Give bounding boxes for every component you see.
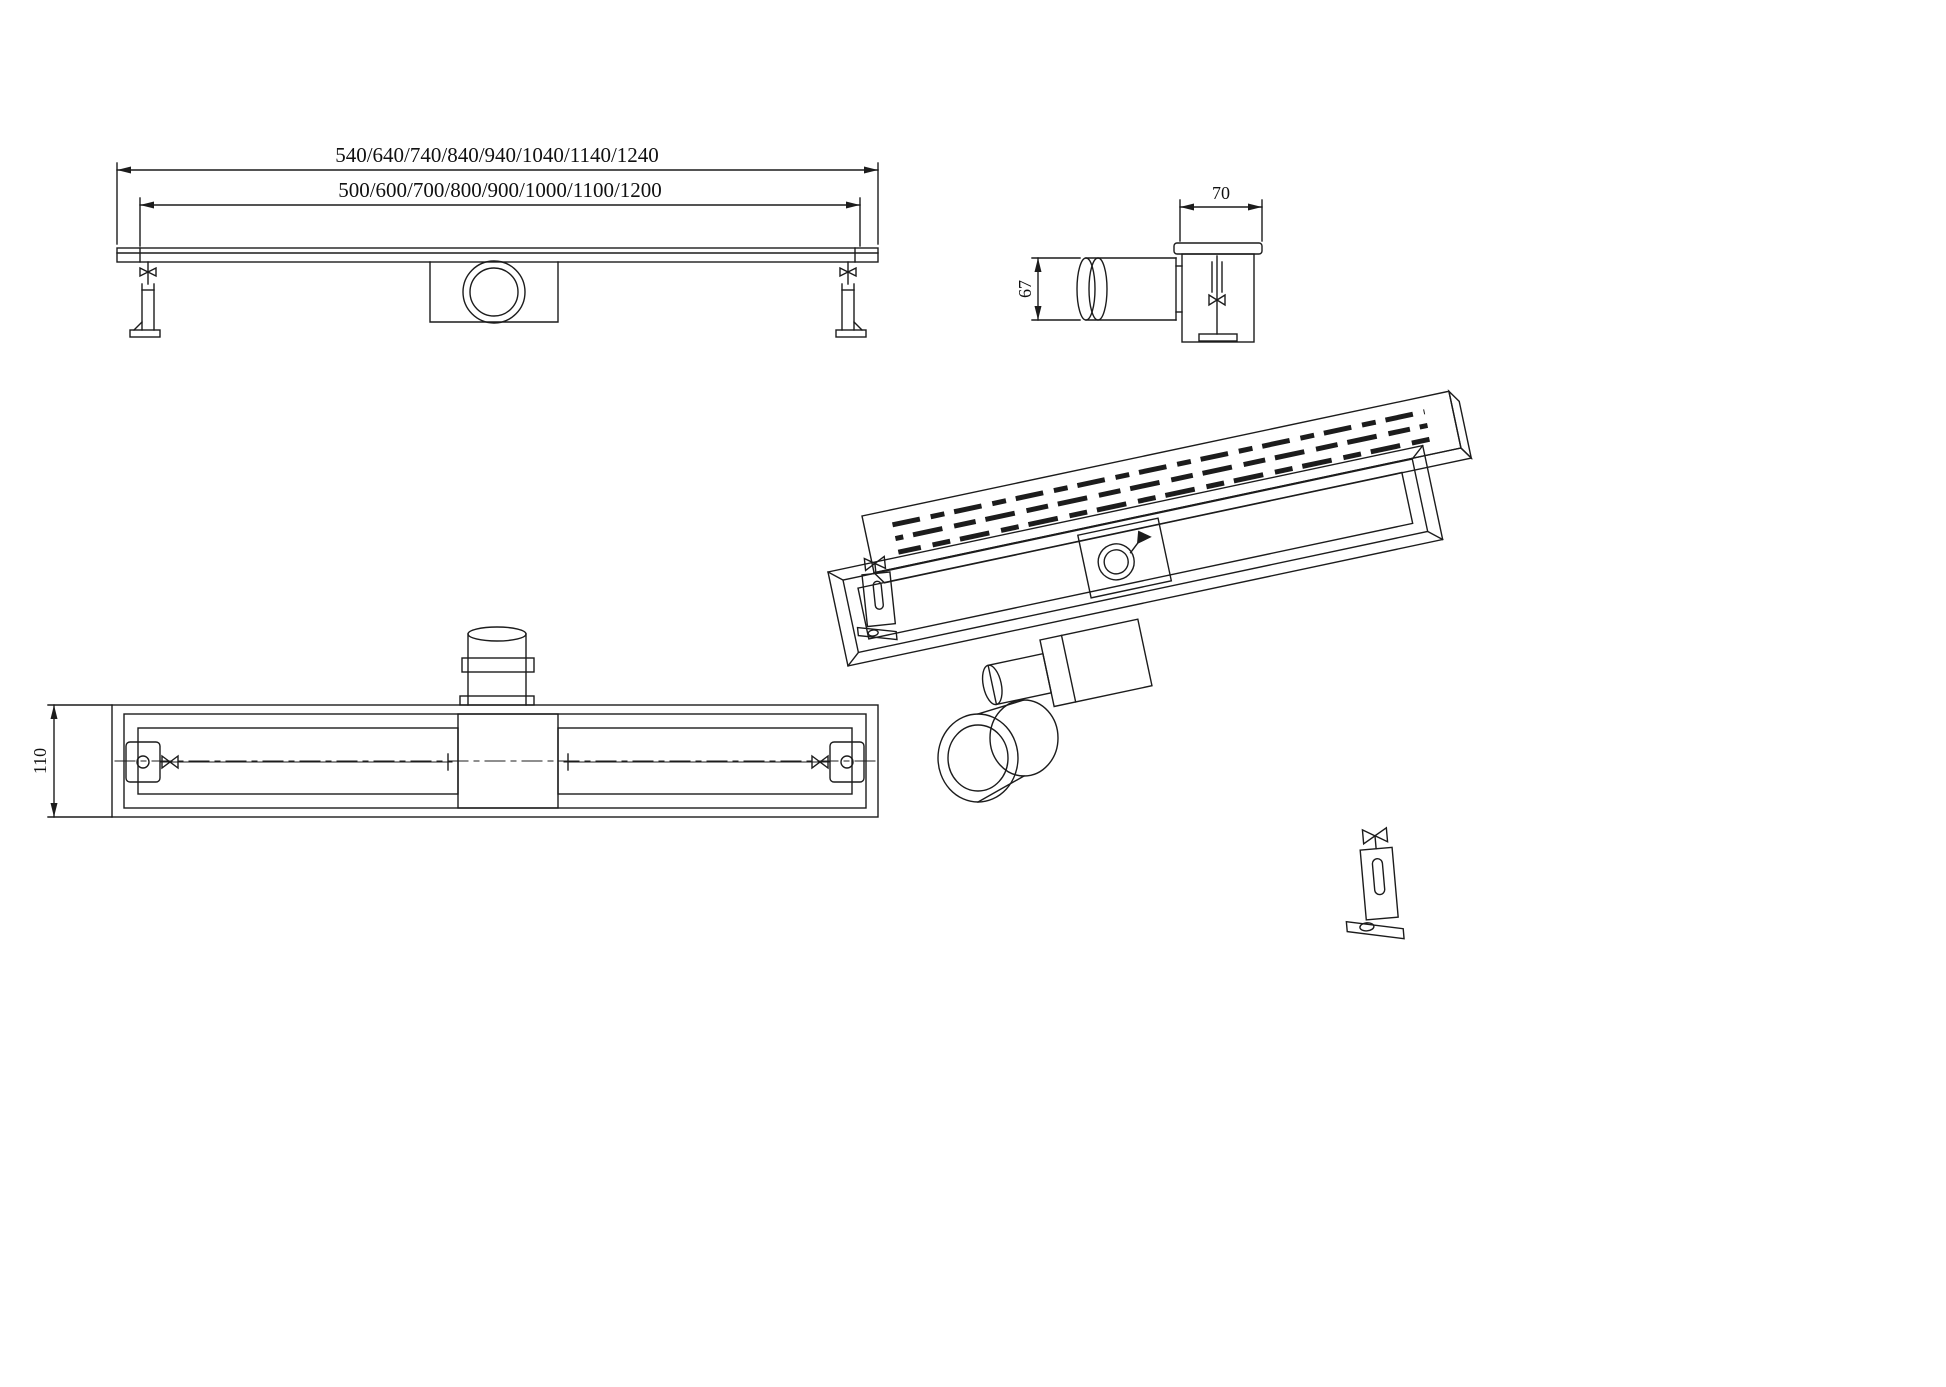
dim-arrow-left-icon bbox=[140, 201, 154, 209]
dim-arrow-right-icon bbox=[846, 201, 860, 209]
outlet-pipe-end bbox=[1076, 257, 1183, 321]
dim-arrow-down-icon bbox=[1034, 306, 1042, 320]
dimension-width-70: 70 bbox=[1179, 183, 1263, 242]
flow-arrow-icon bbox=[1136, 530, 1152, 545]
drain-outlet-side bbox=[429, 260, 559, 324]
view-plan: 110 bbox=[30, 626, 879, 818]
dimension-label-width-70: 70 bbox=[1212, 183, 1230, 203]
drain-housing-isometric bbox=[1076, 517, 1173, 599]
dimension-channel-length: 500/600/700/800/900/1000/1100/1200 bbox=[139, 178, 861, 247]
mounting-bracket-left-side bbox=[129, 261, 161, 338]
dim-arrow-right-icon bbox=[864, 166, 878, 174]
dim-arrow-left-icon bbox=[1180, 203, 1194, 211]
dim-arrow-right-icon bbox=[1248, 203, 1262, 211]
bracket-lower-isometric bbox=[1345, 826, 1405, 940]
fastener-right-plan bbox=[563, 741, 865, 783]
grate-isometric bbox=[861, 389, 1473, 584]
dimension-label-total-length: 540/640/740/840/940/1040/1140/1240 bbox=[335, 143, 659, 167]
channel-tray-isometric bbox=[827, 444, 1444, 667]
view-isometric-exploded bbox=[827, 389, 1473, 940]
grate-slot-row bbox=[894, 422, 1429, 541]
channel-body-side bbox=[116, 247, 879, 263]
dimension-width-110: 110 bbox=[30, 704, 113, 818]
bracket-upper-isometric bbox=[856, 555, 898, 641]
drain-trap-isometric bbox=[937, 699, 1059, 803]
dimension-label-width-110: 110 bbox=[30, 748, 50, 774]
outlet-housing-isometric bbox=[981, 618, 1153, 708]
dim-arrow-up-icon bbox=[1034, 258, 1042, 272]
channel-body-plan bbox=[111, 704, 879, 818]
drain-housing-end bbox=[1173, 242, 1263, 343]
view-side-elevation: 540/640/740/840/940/1040/1140/1240 500/6… bbox=[116, 143, 879, 338]
mounting-bracket-right-side bbox=[835, 261, 867, 338]
dimension-height-67: 67 bbox=[1015, 257, 1081, 321]
outlet-pipe-plan bbox=[459, 626, 535, 706]
dimension-label-height-67: 67 bbox=[1015, 280, 1035, 298]
dimension-total-length: 540/640/740/840/940/1040/1140/1240 bbox=[116, 143, 879, 245]
dim-arrow-left-icon bbox=[117, 166, 131, 174]
dimension-label-channel-length: 500/600/700/800/900/1000/1100/1200 bbox=[338, 178, 662, 202]
grate-slot-row bbox=[891, 409, 1426, 528]
dim-arrow-down-icon bbox=[50, 803, 58, 817]
view-end: 70 67 bbox=[1015, 183, 1263, 343]
dim-arrow-up-icon bbox=[50, 705, 58, 719]
grate-slot-row bbox=[897, 436, 1431, 555]
fastener-left-plan bbox=[125, 741, 453, 783]
